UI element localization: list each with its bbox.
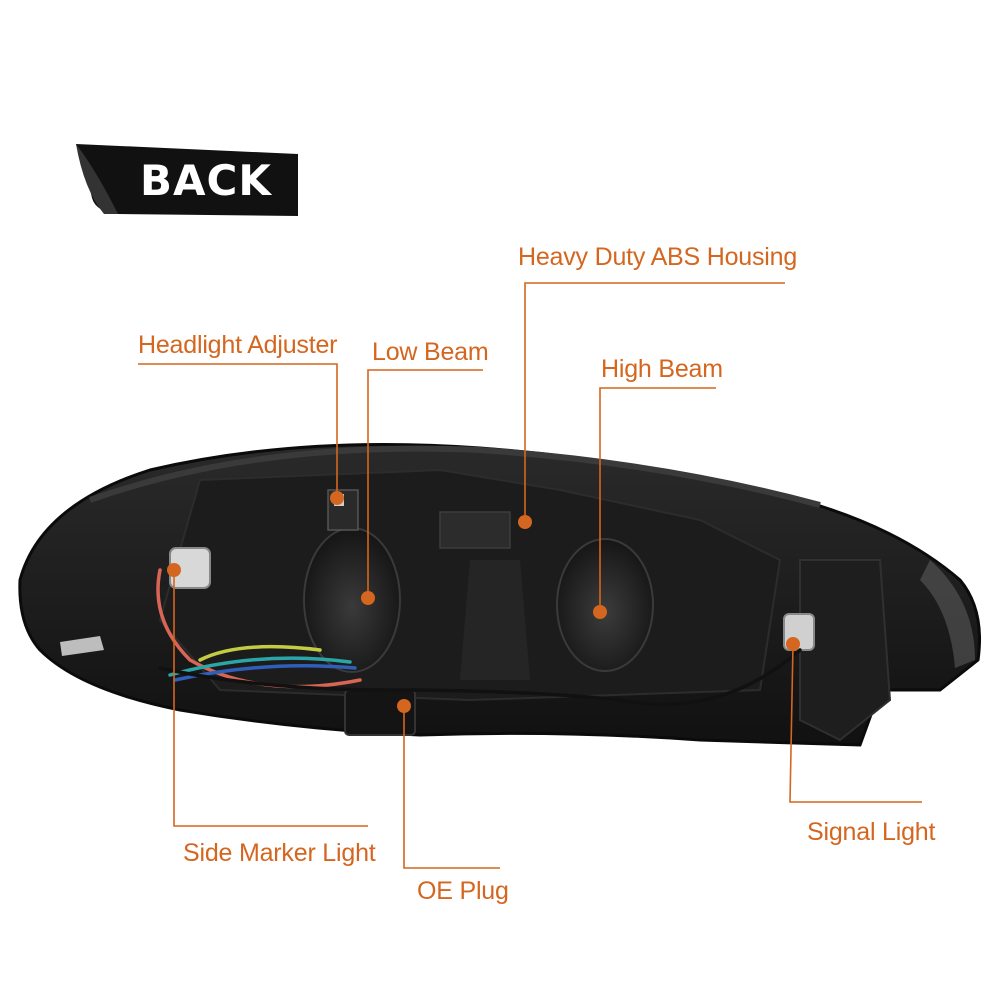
label-signal-light: Signal Light [807, 818, 936, 846]
callout-lines [138, 282, 922, 869]
wiring-harness [156, 568, 802, 707]
back-badge-text: BACK [140, 156, 272, 205]
label-side-marker-light: Side Marker Light [183, 839, 376, 867]
label-headlight-adjuster: Headlight Adjuster [138, 331, 338, 359]
back-badge [76, 144, 298, 216]
headlight-housing [18, 442, 982, 747]
label-oe-plug: OE Plug [417, 877, 509, 905]
label-heavy-duty-abs-housing: Heavy Duty ABS Housing [518, 243, 798, 271]
label-high-beam: High Beam [601, 355, 723, 383]
callout-dots [167, 491, 800, 713]
label-low-beam: Low Beam [372, 338, 489, 366]
